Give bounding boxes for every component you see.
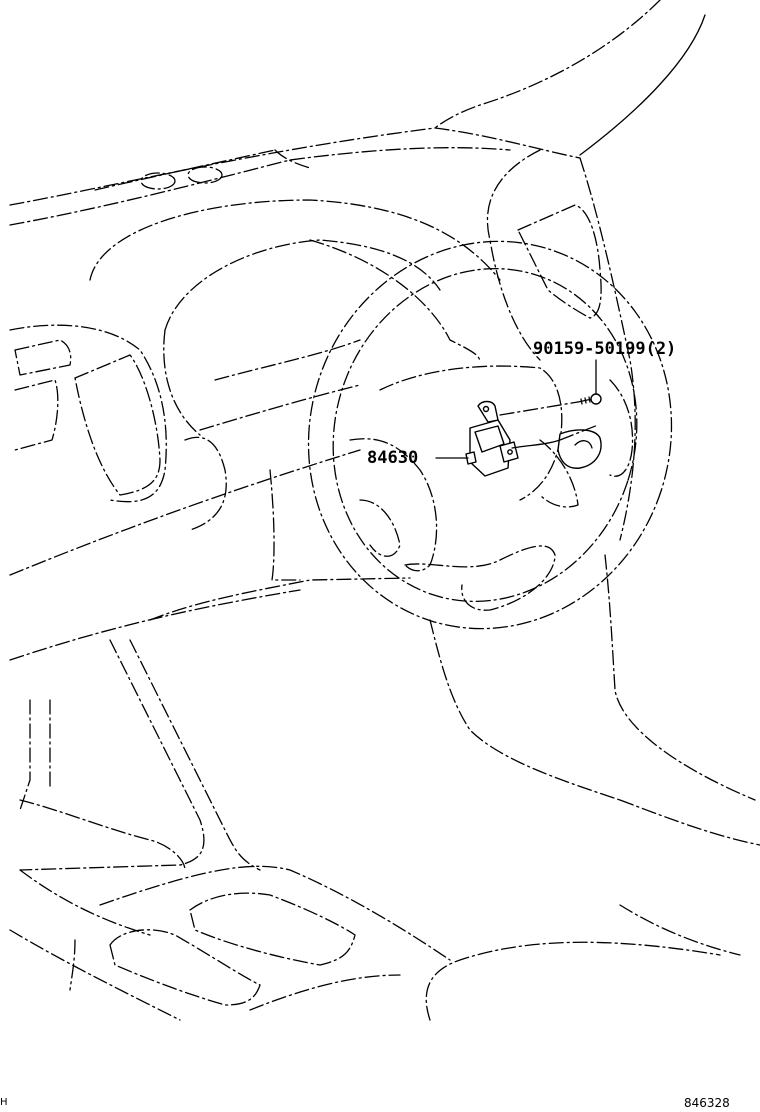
figure-number: 846328 <box>684 1096 730 1110</box>
cluster-hood-inner <box>164 239 441 331</box>
dash-band-3 <box>149 577 411 621</box>
switch-face <box>474 425 505 453</box>
switch-bracket <box>477 400 499 423</box>
cluster-hood-lower <box>163 329 201 436</box>
switch-knob <box>557 429 602 469</box>
column-to-floor <box>429 619 621 801</box>
floor-right-2 <box>619 799 760 846</box>
wheel-pad-lower <box>359 499 401 557</box>
switch-lever <box>511 439 561 449</box>
switch-knob-detail <box>574 440 593 449</box>
defrost-vent-left <box>140 172 176 190</box>
wheel-spoke-lower <box>404 545 556 611</box>
dash-band-1 <box>9 449 361 576</box>
combination-switch-assembly <box>465 400 602 477</box>
console-lower-outline <box>19 869 151 991</box>
dash-behind-wheel-2 <box>199 339 361 431</box>
screw-thread <box>580 396 591 405</box>
left-vent-outer <box>74 354 161 496</box>
dash-behind-wheel-1 <box>309 239 481 363</box>
seat-right-edge <box>619 904 741 956</box>
wheel-spoke-right <box>539 439 579 508</box>
seat-cushion <box>425 941 721 1021</box>
dashboard-top-edge <box>9 127 581 206</box>
windshield-pillar <box>434 0 661 129</box>
left-dash-end <box>9 324 167 503</box>
wheel-spoke-left <box>349 438 438 572</box>
center-console-left <box>19 639 205 871</box>
callout-bolt-part-number: 90159-50199(2) <box>533 339 677 359</box>
column-shroud <box>184 436 227 531</box>
console-lower-ridge <box>99 865 451 961</box>
dashboard-top-inner <box>9 147 511 226</box>
install-axis-dashed <box>499 401 599 441</box>
column-lower <box>269 469 301 581</box>
right-pillar-trim <box>579 157 636 541</box>
console-left-box <box>19 699 51 811</box>
dash-band-2 <box>9 589 301 661</box>
center-console-inner <box>129 639 261 871</box>
steering-wheel-rim-inner <box>332 267 638 603</box>
right-vent <box>517 204 602 319</box>
dashboard-defrost-strip <box>94 149 311 191</box>
right-vent-lower <box>609 379 634 477</box>
screw-assembly <box>577 393 602 405</box>
console-panel-1 <box>19 799 186 871</box>
switch-connector-pin <box>507 449 513 455</box>
defrost-vent-right <box>187 166 223 184</box>
floor-right <box>604 554 756 801</box>
console-edge-bottom <box>9 929 401 1021</box>
screw-head <box>590 393 602 405</box>
windshield-frame <box>579 14 706 156</box>
switch-tab <box>465 451 477 465</box>
console-slot-1 <box>189 892 356 966</box>
corner-mark: H <box>0 1097 8 1108</box>
right-dash-end <box>486 149 541 361</box>
left-vent-small-2 <box>14 379 59 451</box>
wheel-hub <box>379 365 563 501</box>
left-vent-small <box>14 339 72 376</box>
console-slot-2 <box>109 929 261 1006</box>
switch-bracket-hole <box>482 405 490 413</box>
callout-switch-part-number: 84630 <box>367 448 419 468</box>
cluster-hood <box>89 199 501 281</box>
